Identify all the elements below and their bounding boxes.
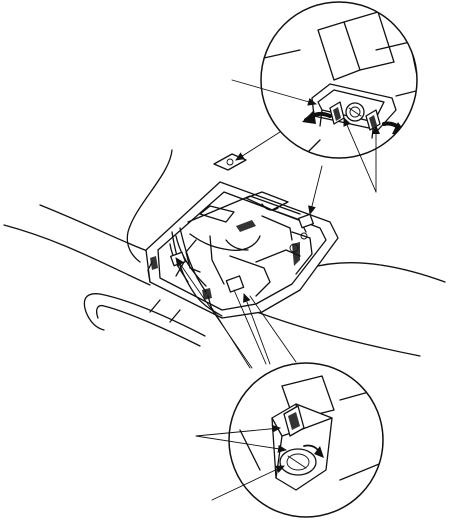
leader-lines [175, 79, 380, 501]
detail-lower [228, 362, 384, 518]
headliner [83, 293, 206, 347]
console-housing [145, 181, 339, 319]
detail-upper [260, 1, 418, 159]
